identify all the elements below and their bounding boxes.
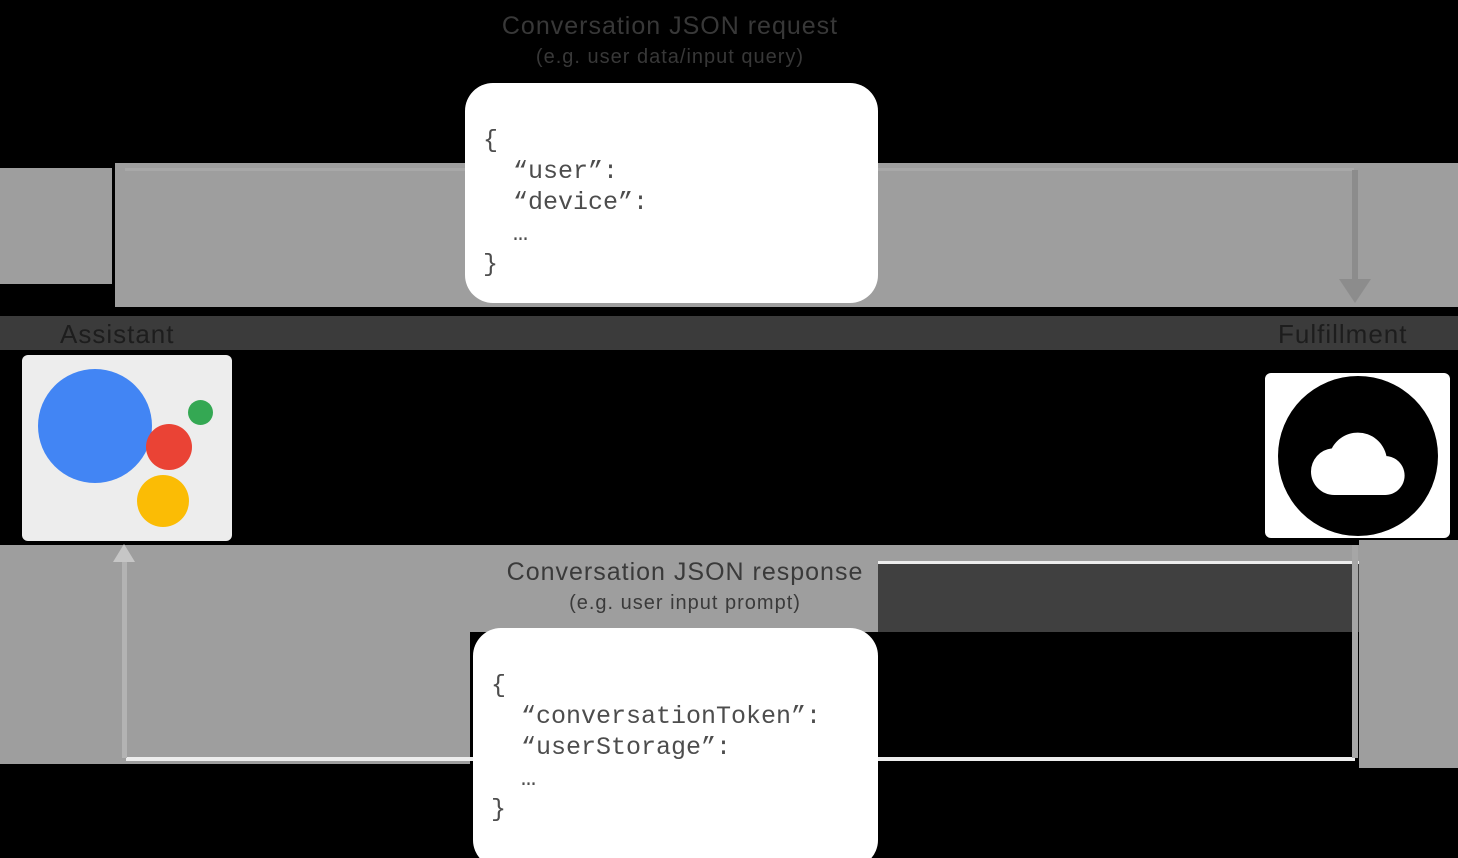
response-dark-band <box>878 564 1359 632</box>
request-arrowhead-down-icon <box>1339 279 1371 303</box>
response-label: Conversation JSON response (e.g. user in… <box>425 558 945 615</box>
assistant-logo-green-circle <box>188 400 213 425</box>
request-title: Conversation JSON request <box>501 12 839 40</box>
response-arrow-vertical <box>122 560 127 758</box>
response-flow-band-left-column <box>0 545 470 764</box>
request-flow-band-left <box>0 168 112 284</box>
response-flow-band <box>470 545 878 632</box>
fulfillment-label: Fulfillment <box>1278 319 1408 349</box>
divider-line <box>878 561 1359 564</box>
assistant-logo-red-circle <box>146 424 192 470</box>
request-subtitle: (e.g. user data/input query) <box>535 46 805 68</box>
response-arrowhead-up-icon <box>113 544 135 562</box>
request-json-box: { “user”: “device”: … } <box>465 83 878 303</box>
request-arrow-vertical <box>1352 170 1358 280</box>
request-json-code: { “user”: “device”: … } <box>483 126 649 279</box>
response-arrow-vertical-right <box>1352 545 1358 758</box>
assistant-label: Assistant <box>60 319 175 349</box>
response-flow-band-right-strip <box>878 545 1359 562</box>
response-title: Conversation JSON response <box>506 558 864 586</box>
assistant-box <box>22 355 232 541</box>
response-subtitle: (e.g. user input prompt) <box>569 592 801 614</box>
response-json-box: { “conversationToken”: “userStorage”: … … <box>473 628 878 858</box>
assistant-logo-blue-circle <box>38 369 152 483</box>
cloud-icon <box>1277 375 1438 536</box>
request-label: Conversation JSON request (e.g. user dat… <box>410 12 930 69</box>
response-flow-band-right-column <box>1359 540 1458 768</box>
response-json-code: { “conversationToken”: “userStorage”: … … <box>491 671 822 824</box>
fulfillment-box <box>1265 373 1450 538</box>
entity-label-band <box>0 316 1458 350</box>
assistant-logo-yellow-circle <box>137 475 189 527</box>
